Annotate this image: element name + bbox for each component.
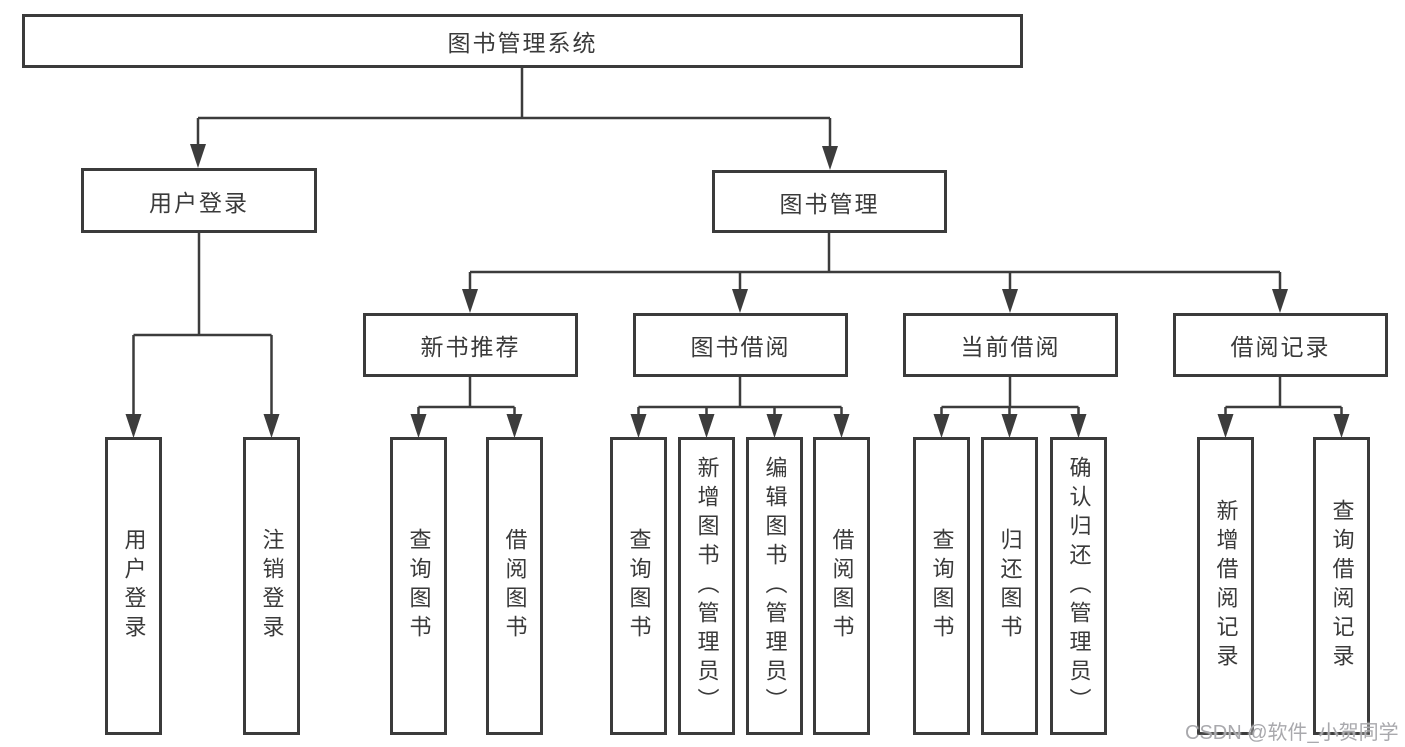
node-label: 当前借阅 [960,334,1061,360]
leaf-query-books-recommend: 查询图书 [390,437,447,735]
leaf-label: 确认归还（管理员） [1066,455,1092,717]
leaf-label: 查询借阅记录 [1329,499,1355,673]
node-book-borrowing: 图书借阅 [633,313,848,377]
node-label: 借阅记录 [1230,334,1331,360]
leaf-user-login: 用户登录 [105,437,162,735]
leaf-label: 查询图书 [626,528,652,644]
node-new-book-recommendation: 新书推荐 [363,313,578,377]
leaf-return-books: 归还图书 [981,437,1038,735]
leaf-label: 借阅图书 [502,528,528,644]
leaf-label: 新增借阅记录 [1213,499,1239,673]
leaf-label: 借阅图书 [829,528,855,644]
csdn-watermark: CSDN @软件_小贺同学 [1185,722,1399,744]
node-label: 图书管理系统 [447,30,598,56]
leaf-confirm-return-admin: 确认归还（管理员） [1050,437,1107,735]
node-book-management: 图书管理 [712,170,947,233]
leaf-label: 查询图书 [929,528,955,644]
leaf-label: 用户登录 [121,528,147,644]
leaf-label: 编辑图书（管理员） [762,455,788,717]
leaf-label: 归还图书 [997,528,1023,644]
node-label: 用户登录 [149,189,249,216]
leaf-add-borrow-record: 新增借阅记录 [1197,437,1254,735]
leaf-label: 新增图书（管理员） [694,455,720,717]
leaf-logout: 注销登录 [243,437,300,735]
node-user-login: 用户登录 [81,168,317,233]
leaf-label: 查询图书 [406,528,432,644]
leaf-add-books-admin: 新增图书（管理员） [678,437,735,735]
leaf-query-books-borrow: 查询图书 [610,437,667,735]
leaf-edit-books-admin: 编辑图书（管理员） [746,437,803,735]
node-borrowing-records: 借阅记录 [1173,313,1388,377]
leaf-borrow-books-recommend: 借阅图书 [486,437,543,735]
leaf-query-books-current: 查询图书 [913,437,970,735]
leaf-query-borrow-record: 查询借阅记录 [1313,437,1370,735]
leaf-label: 注销登录 [259,528,285,644]
node-root-library-system: 图书管理系统 [22,14,1023,68]
node-current-borrowing: 当前借阅 [903,313,1118,377]
node-label: 新书推荐 [420,334,521,360]
leaf-borrow-books: 借阅图书 [813,437,870,735]
node-label: 图书管理 [779,190,880,217]
node-label: 图书借阅 [690,334,791,360]
